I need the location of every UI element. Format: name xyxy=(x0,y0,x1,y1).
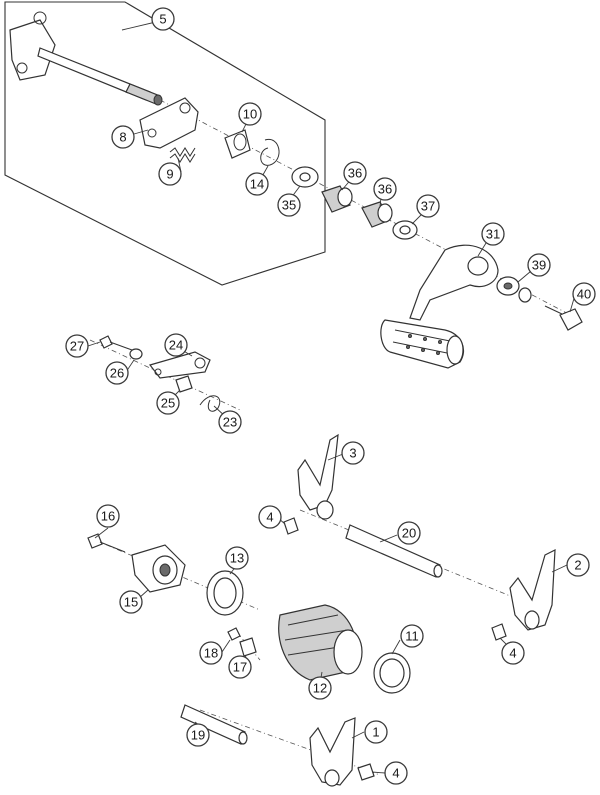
svg-text:31: 31 xyxy=(486,227,500,242)
svg-text:39: 39 xyxy=(532,258,546,273)
shift-drum-12-part xyxy=(278,604,363,681)
callout-17: 17 xyxy=(228,655,252,679)
shift-fork-1-part xyxy=(309,717,356,787)
svg-text:8: 8 xyxy=(119,130,126,145)
callout-15: 15 xyxy=(119,590,143,614)
roller-4c-part xyxy=(357,763,375,781)
svg-text:16: 16 xyxy=(101,509,115,524)
callout-19: 19 xyxy=(186,723,210,747)
callout-37: 37 xyxy=(416,194,440,218)
svg-text:13: 13 xyxy=(230,551,244,566)
callout-23: 23 xyxy=(218,410,242,434)
detent-lever-24-part xyxy=(148,351,211,379)
bearing-36b-part xyxy=(361,201,393,228)
svg-text:40: 40 xyxy=(577,287,591,302)
callout-8: 8 xyxy=(111,125,135,149)
callout-26: 26 xyxy=(105,361,129,385)
callout-36a: 36 xyxy=(343,161,367,185)
spring-23-part xyxy=(199,395,221,412)
svg-text:15: 15 xyxy=(124,595,138,610)
svg-text:9: 9 xyxy=(166,167,173,182)
callout-4c: 4 xyxy=(384,761,408,785)
callout-4b: 4 xyxy=(501,641,525,665)
svg-text:26: 26 xyxy=(110,366,124,381)
shift-shaft-part xyxy=(9,11,163,106)
svg-text:20: 20 xyxy=(402,526,416,541)
roller-4b-part xyxy=(491,623,507,641)
callout-1: 1 xyxy=(364,720,388,744)
callout-24: 24 xyxy=(164,333,188,357)
callout-14: 14 xyxy=(245,172,269,196)
callout-10: 10 xyxy=(238,102,262,126)
svg-text:4: 4 xyxy=(266,510,273,525)
callout-3: 3 xyxy=(341,441,365,465)
shift-fork-2-part xyxy=(509,549,556,631)
callout-39: 39 xyxy=(527,253,551,277)
svg-text:4: 4 xyxy=(392,766,399,781)
callout-11: 11 xyxy=(400,624,424,648)
washer-26-part xyxy=(129,348,143,360)
svg-text:36: 36 xyxy=(348,166,362,181)
svg-text:25: 25 xyxy=(161,396,175,411)
svg-text:11: 11 xyxy=(405,629,419,644)
shift-lever-part xyxy=(380,244,499,369)
callout-9: 9 xyxy=(158,162,182,186)
callout-20: 20 xyxy=(397,521,421,545)
callout-2: 2 xyxy=(566,553,590,577)
svg-text:37: 37 xyxy=(421,199,435,214)
callout-27: 27 xyxy=(65,334,89,358)
shift-fork-3-part xyxy=(297,433,339,520)
svg-text:12: 12 xyxy=(313,681,327,696)
bolt-40-part xyxy=(544,305,583,331)
callout-40: 40 xyxy=(572,282,596,306)
callout-18: 18 xyxy=(199,641,223,665)
svg-text:35: 35 xyxy=(282,198,296,213)
pin-18-part xyxy=(227,627,241,641)
svg-text:14: 14 xyxy=(250,177,264,192)
group-frame xyxy=(4,1,326,286)
callout-25: 25 xyxy=(156,391,180,415)
svg-text:1: 1 xyxy=(372,725,379,740)
svg-text:23: 23 xyxy=(223,415,237,430)
fork-shaft-19-part xyxy=(180,704,248,745)
fork-shaft-20-part xyxy=(345,524,443,578)
roller-4a-part xyxy=(283,517,299,535)
bolt-17-part xyxy=(239,637,257,657)
bolt-16-part xyxy=(87,533,126,553)
svg-text:3: 3 xyxy=(349,446,356,461)
svg-text:19: 19 xyxy=(191,728,205,743)
washer-39-part xyxy=(496,276,532,303)
svg-text:36: 36 xyxy=(378,182,392,197)
svg-text:27: 27 xyxy=(70,339,84,354)
shift-plate-part xyxy=(139,97,199,149)
svg-text:24: 24 xyxy=(169,338,183,353)
svg-text:18: 18 xyxy=(204,646,218,661)
sleeve-25-part xyxy=(175,375,193,393)
washer-35-part xyxy=(291,166,319,188)
callout-16: 16 xyxy=(96,504,120,528)
spring-part xyxy=(169,147,196,163)
callout-35: 35 xyxy=(277,193,301,217)
callout-4a: 4 xyxy=(258,505,282,529)
bearing-11-part xyxy=(373,652,411,694)
shift-drum-locating-15-part xyxy=(131,544,186,593)
svg-text:2: 2 xyxy=(574,558,581,573)
callout-5: 5 xyxy=(151,7,175,31)
callout-31: 31 xyxy=(481,222,505,246)
callout-36b: 36 xyxy=(373,177,397,201)
ring-13-part xyxy=(206,570,244,616)
svg-text:5: 5 xyxy=(159,12,166,27)
svg-text:4: 4 xyxy=(509,646,516,661)
callout-13: 13 xyxy=(225,546,249,570)
callout-12: 12 xyxy=(308,676,332,700)
svg-text:17: 17 xyxy=(233,660,247,675)
svg-text:10: 10 xyxy=(243,107,257,122)
bearing-36a-part xyxy=(321,185,353,213)
washer-37-part xyxy=(392,220,418,240)
clip-part xyxy=(260,138,280,166)
bushing-part xyxy=(224,129,251,159)
screw-27-part xyxy=(99,335,133,351)
